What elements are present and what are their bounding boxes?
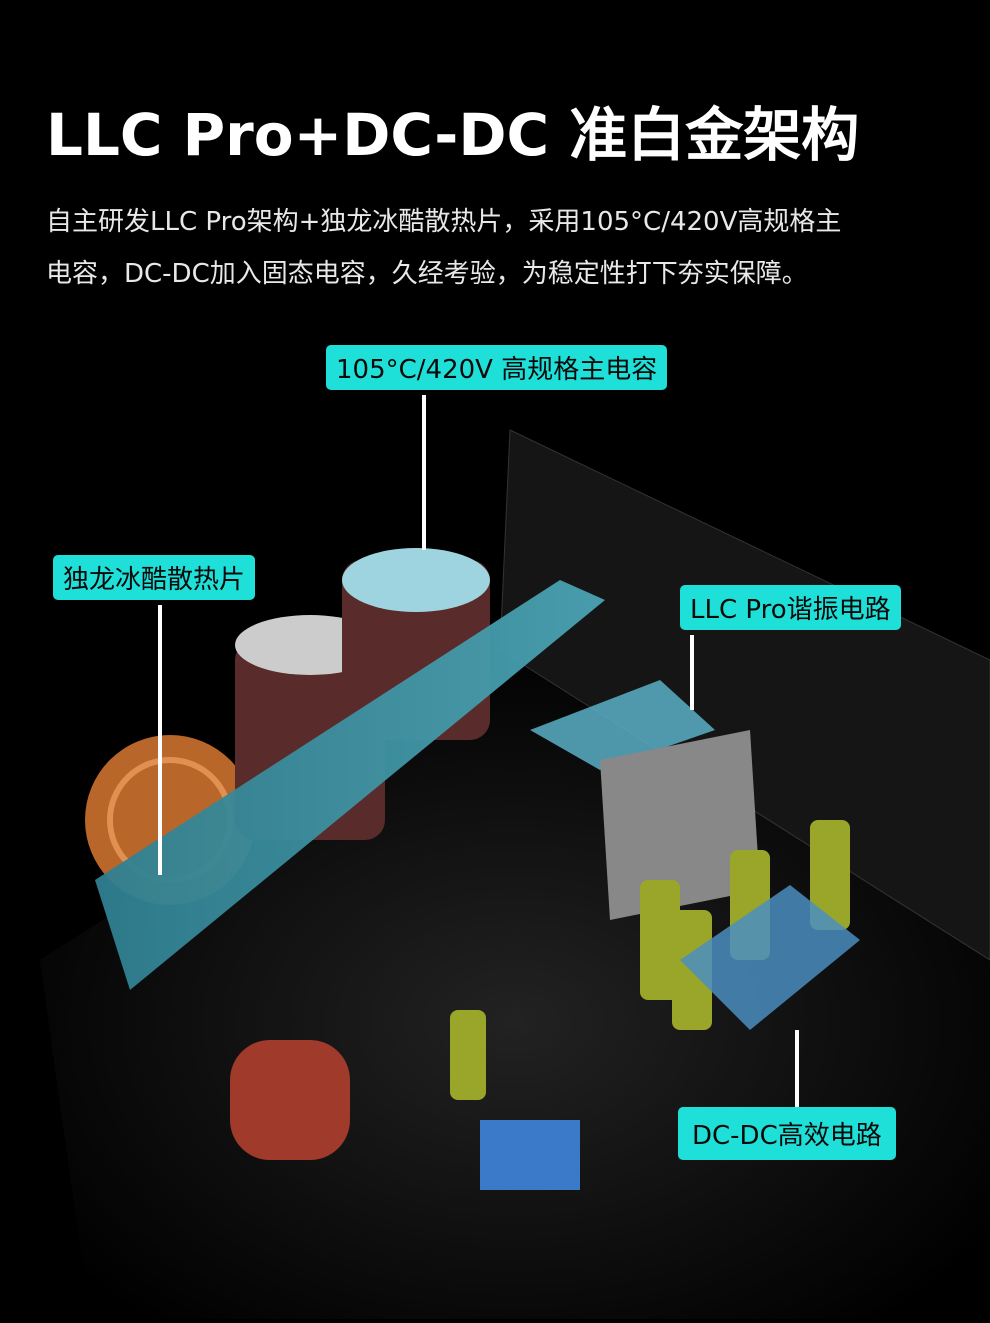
psu-product-image <box>0 395 990 1319</box>
page-title: LLC Pro+DC-DC 准白金架构 <box>46 101 860 169</box>
rear-panel <box>499 429 990 961</box>
heatsink-teal <box>95 580 605 990</box>
callout-line-heatsink <box>158 605 162 875</box>
x-capacitor <box>480 1120 580 1190</box>
callout-heatsink: 独龙冰酷散热片 <box>53 555 256 600</box>
dcdc-module <box>680 885 860 1030</box>
psu-illustration <box>40 429 990 1319</box>
callout-main-capacitor: 105°C/420V 高规格主电容 <box>326 345 668 390</box>
emi-coil <box>230 1040 350 1160</box>
callout-line-capacitor <box>422 395 426 550</box>
callout-line-dcdc <box>795 1030 799 1108</box>
callout-llc-resonant: LLC Pro谐振电路 <box>680 585 901 630</box>
page-description: 自主研发LLC Pro架构+独龙冰酷散热片，采用105°C/420V高规格主电容… <box>46 207 842 289</box>
llc-transformer <box>530 680 715 770</box>
capacitor-green <box>640 880 680 1000</box>
callout-dcdc: DC-DC高效电路 <box>678 1107 896 1160</box>
callout-line-llc <box>690 635 694 710</box>
aluminium-heatsink <box>600 730 760 920</box>
